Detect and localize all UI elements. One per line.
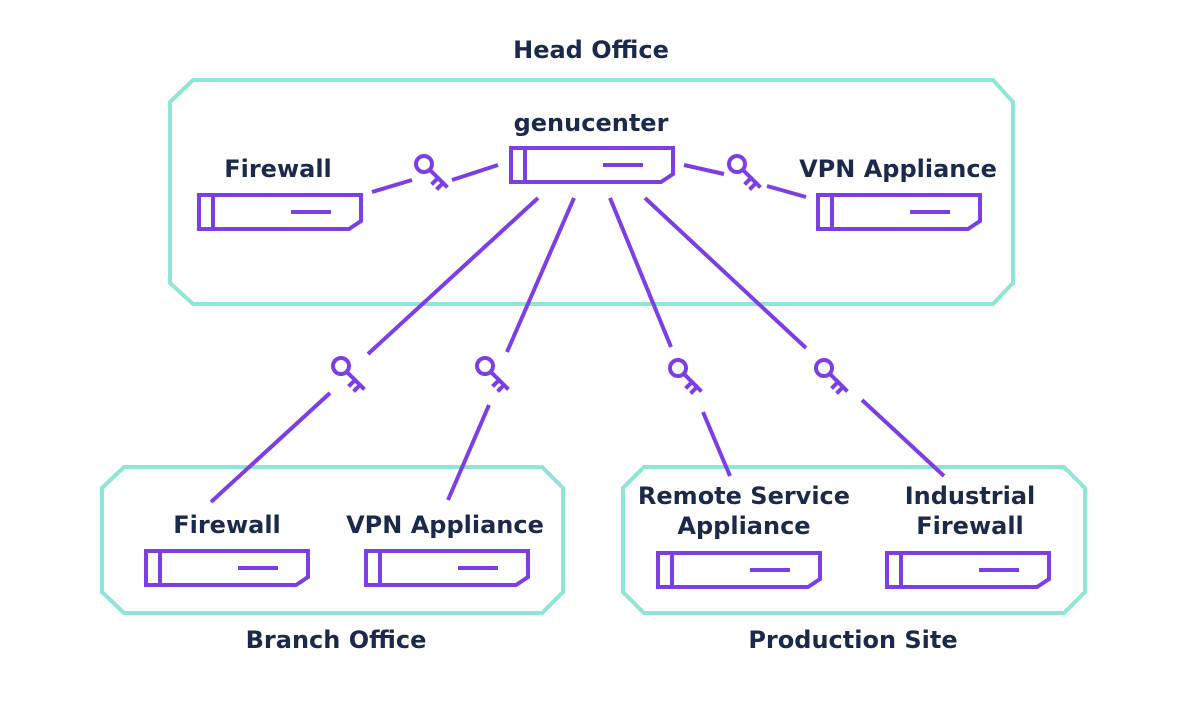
key-icon <box>331 356 365 392</box>
link-head-firewall-seg1 <box>371 178 413 194</box>
device-head-firewall: Firewall <box>197 155 363 231</box>
zone-label-production-site: Production Site <box>748 626 957 654</box>
device-label-genucenter: genucenter <box>514 109 669 137</box>
zone-head-office: Head Office <box>168 36 1015 306</box>
key-icon <box>814 358 848 394</box>
link-branch-firewall-seg2 <box>209 391 332 504</box>
device-label-industrial-firewall-line1: Industrial <box>905 482 1036 510</box>
device-label-branch-vpn: VPN Appliance <box>346 511 544 539</box>
device-label-head-vpn: VPN Appliance <box>799 155 997 183</box>
link-branch-firewall-seg1 <box>366 196 540 356</box>
device-remote-service-appliance: Remote Service Appliance <box>638 482 850 589</box>
device-branch-firewall: Firewall <box>144 511 310 587</box>
device-label-branch-firewall: Firewall <box>173 511 281 539</box>
link-remote-service-seg1 <box>608 197 673 348</box>
device-industrial-firewall: Industrial Firewall <box>885 482 1051 589</box>
connections <box>209 163 946 504</box>
link-branch-vpn-seg2 <box>446 404 491 501</box>
zone-production-site: Production Site <box>621 465 1087 654</box>
link-industrial-firewall-seg2 <box>860 398 946 478</box>
zone-label-head-office: Head Office <box>513 36 669 64</box>
device-label-remote-service-line1: Remote Service <box>638 482 850 510</box>
link-head-vpn-seg2 <box>766 184 807 199</box>
device-label-head-firewall: Firewall <box>224 155 332 183</box>
device-branch-vpn: VPN Appliance <box>346 511 544 587</box>
zone-label-branch-office: Branch Office <box>246 626 427 654</box>
link-industrial-firewall-seg1 <box>643 196 808 350</box>
server-appliance-icon <box>656 551 822 589</box>
key-icon <box>727 154 761 190</box>
link-head-vpn-seg1 <box>683 163 725 176</box>
device-label-industrial-firewall-line2: Firewall <box>916 512 1024 540</box>
device-label-remote-service-line2: Appliance <box>677 512 810 540</box>
device-genucenter: genucenter <box>509 109 675 184</box>
server-appliance-icon <box>364 549 530 587</box>
key-icon <box>475 356 509 392</box>
zone-branch-office: Branch Office <box>100 465 565 654</box>
server-appliance-icon <box>144 549 310 587</box>
key-icon <box>414 154 448 190</box>
server-appliance-icon <box>509 146 675 184</box>
link-remote-service-seg2 <box>701 411 732 477</box>
device-head-vpn: VPN Appliance <box>799 155 997 231</box>
server-appliance-icon <box>197 193 363 231</box>
link-branch-vpn-seg1 <box>505 197 576 353</box>
key-icon <box>668 358 702 394</box>
server-appliance-icon <box>816 193 982 231</box>
server-appliance-icon <box>885 551 1051 589</box>
link-head-firewall-seg2 <box>451 163 499 182</box>
